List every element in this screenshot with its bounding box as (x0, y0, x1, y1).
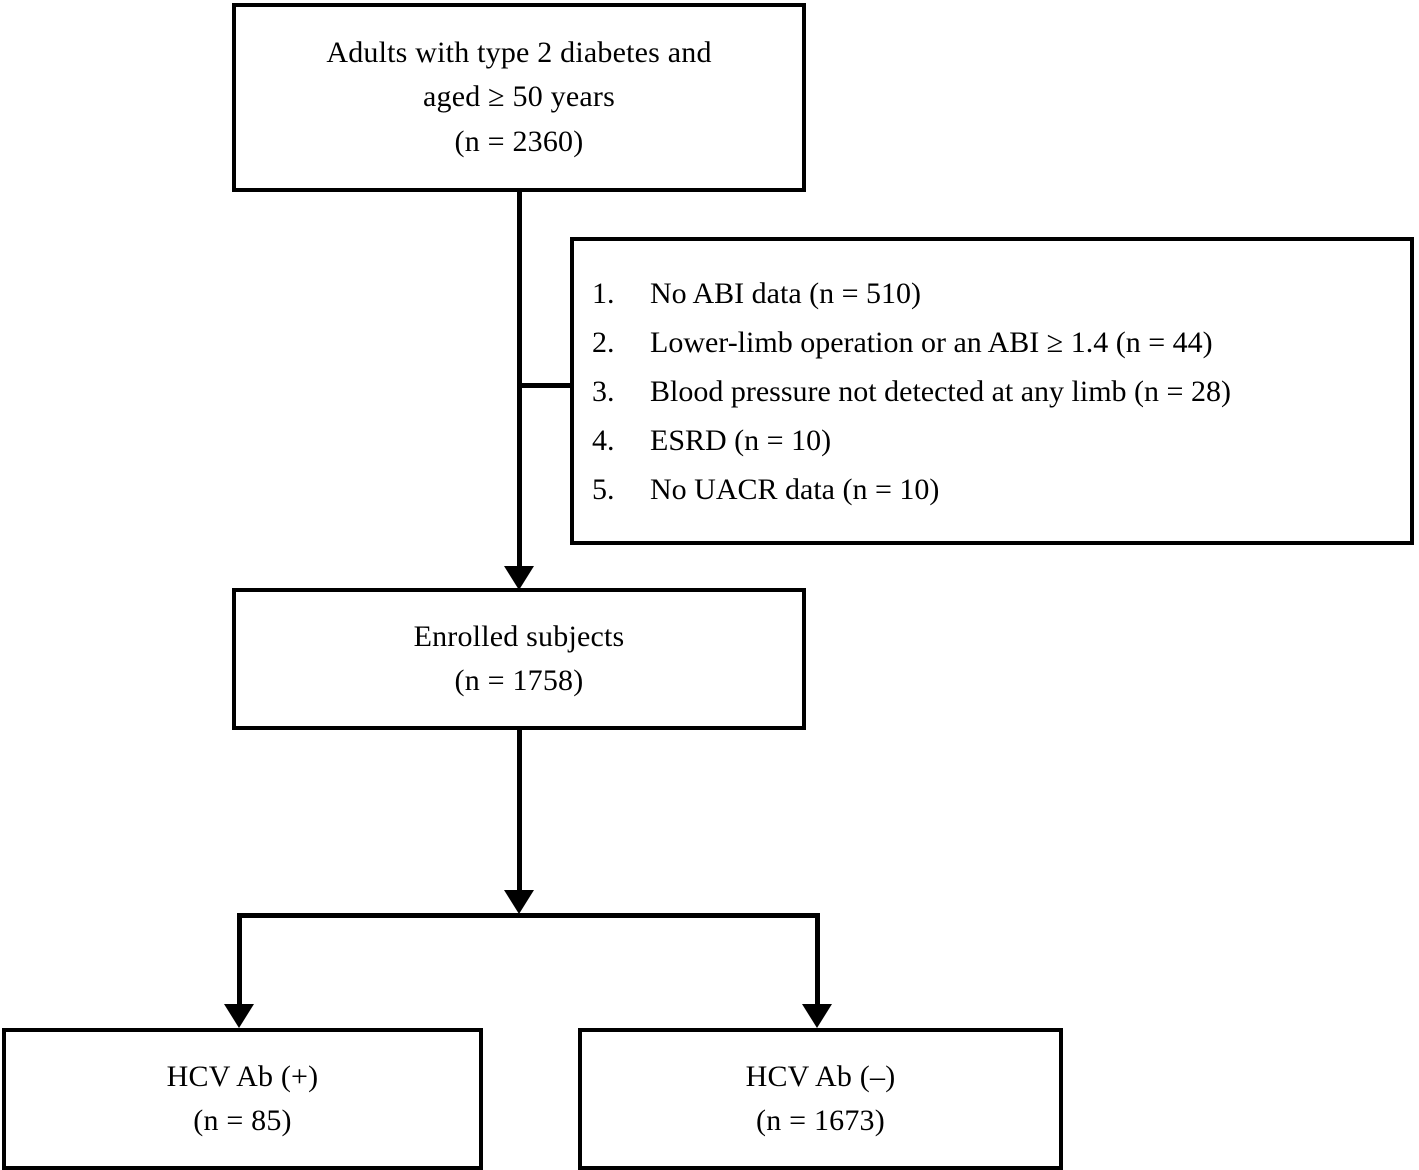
hcv-negative-line-1: HCV Ab (–) (745, 1059, 896, 1093)
arrowhead-down-icon (224, 1004, 254, 1028)
enrolled-subjects-line-1: Enrolled subjects (413, 619, 625, 653)
arrowhead-down-icon (504, 890, 534, 914)
connector-source-to-enrolled (517, 192, 522, 572)
connector-branch-to-exclusions (517, 383, 573, 388)
exclusion-item-number: 4. (592, 423, 615, 457)
exclusion-item-number: 3. (592, 374, 615, 408)
hcv-negative-line-2: (n = 1673) (756, 1104, 885, 1137)
exclusion-item-label: No UACR data (n = 10) (650, 472, 940, 506)
exclusion-item-number: 5. (592, 472, 615, 506)
hcv-antibody-negative-box: HCV Ab (–) (n = 1673) (578, 1028, 1063, 1170)
exclusion-item-label: Blood pressure not detected at any limb … (650, 374, 1231, 408)
connector-enrolled-to-split (517, 730, 522, 896)
exclusion-item: 1. No ABI data (n = 510) (592, 269, 1400, 318)
exclusion-criteria-box: 1. No ABI data (n = 510) 2. Lower-limb o… (570, 237, 1414, 545)
exclusion-item: 2. Lower-limb operation or an ABI ≥ 1.4 … (592, 318, 1400, 367)
hcv-antibody-positive-box: HCV Ab (+) (n = 85) (2, 1028, 483, 1170)
source-cohort-box: Adults with type 2 diabetes and aged ≥ 5… (232, 3, 806, 192)
exclusion-item: 4. ESRD (n = 10) (592, 416, 1400, 465)
hcv-positive-line-2: (n = 85) (193, 1104, 292, 1137)
exclusion-item-label: ESRD (n = 10) (650, 423, 832, 457)
connector-split-to-hcv-negative (815, 913, 820, 1006)
hcv-positive-line-1: HCV Ab (+) (166, 1059, 319, 1093)
connector-split-to-hcv-positive (237, 913, 242, 1006)
exclusion-item-number: 1. (592, 276, 615, 310)
exclusion-item-label: Lower-limb operation or an ABI ≥ 1.4 (n … (650, 325, 1213, 359)
enrolled-subjects-box: Enrolled subjects (n = 1758) (232, 588, 806, 730)
exclusion-item-label: No ABI data (n = 510) (650, 276, 922, 310)
arrowhead-down-icon (504, 566, 534, 590)
arrowhead-down-icon (802, 1004, 832, 1028)
exclusion-item: 5. No UACR data (n = 10) (592, 465, 1400, 514)
source-cohort-line-2: aged ≥ 50 years (423, 80, 615, 114)
source-cohort-line-3: (n = 2360) (454, 124, 584, 158)
exclusion-item: 3. Blood pressure not detected at any li… (592, 367, 1400, 416)
exclusion-item-number: 2. (592, 325, 615, 359)
connector-split-bar (237, 913, 820, 918)
source-cohort-line-1: Adults with type 2 diabetes and (326, 35, 712, 69)
enrolled-subjects-line-2: (n = 1758) (454, 664, 584, 697)
